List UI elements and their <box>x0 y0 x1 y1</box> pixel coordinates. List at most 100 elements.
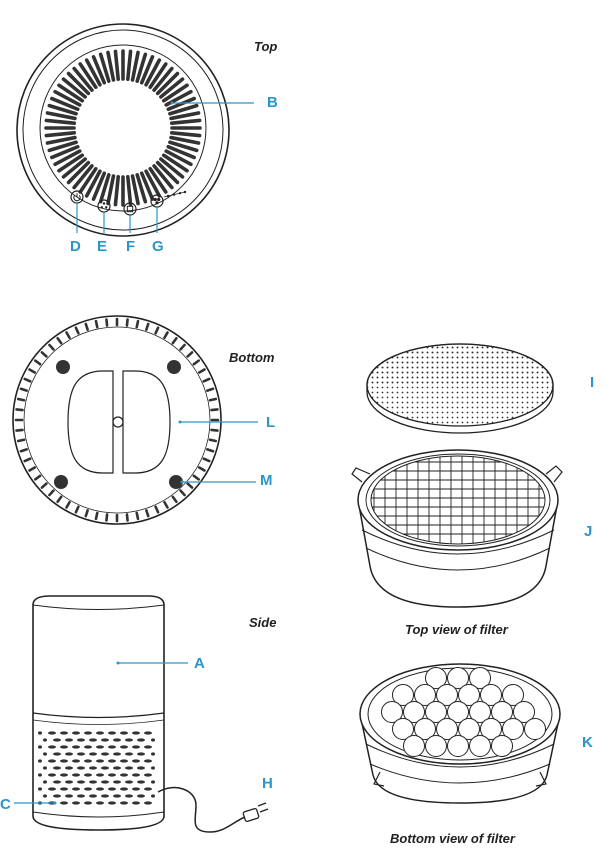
intake-slot <box>151 766 155 770</box>
carbon-cell <box>491 735 513 757</box>
label-j: J <box>584 523 593 540</box>
intake-slot <box>144 759 152 763</box>
label-i: I <box>590 374 595 391</box>
vent-slot <box>56 336 63 345</box>
carbon-cell <box>392 718 414 740</box>
grille-slot <box>47 103 78 116</box>
intake-slot <box>132 787 140 791</box>
vent-slot <box>16 397 26 402</box>
intake-slot <box>125 766 133 770</box>
rubber-foot <box>56 360 70 374</box>
intake-slot <box>113 766 121 770</box>
vent-slot <box>48 343 55 351</box>
grille-slot <box>47 140 78 153</box>
intake-slot <box>72 745 80 749</box>
vent-slot <box>105 318 109 327</box>
intake-slot <box>60 759 68 763</box>
grille-slot <box>84 58 102 87</box>
callout-lines <box>14 102 258 804</box>
mode-button[interactable] <box>97 199 111 213</box>
vent-slot <box>23 457 32 463</box>
intake-slot <box>48 745 56 749</box>
vent-slot <box>40 351 48 358</box>
label-d: D <box>70 238 81 255</box>
carbon-cell <box>403 701 425 723</box>
intake-slot <box>132 773 140 777</box>
intake-slot <box>125 794 133 798</box>
vent-slot <box>202 457 211 463</box>
intake-slot <box>96 773 104 777</box>
filter-j-body <box>357 499 559 608</box>
label-k: K <box>582 734 593 751</box>
grille-slot <box>169 118 202 125</box>
label-b: B <box>267 94 278 111</box>
intake-slot <box>108 731 116 735</box>
grille-slot <box>61 157 87 179</box>
intake-slot <box>120 787 128 791</box>
grille-slot <box>45 135 77 145</box>
label-m: M <box>260 472 273 489</box>
intake-slot <box>53 794 61 798</box>
label-c: C <box>0 796 11 813</box>
vent-slot <box>171 495 178 504</box>
carbon-cell <box>403 735 425 757</box>
intake-slot <box>132 731 140 735</box>
intake-slot <box>38 759 42 763</box>
carbon-cell <box>447 735 469 757</box>
carbon-cell <box>524 718 546 740</box>
purifier-body <box>32 595 165 831</box>
grille-slot <box>168 103 199 116</box>
grille-slot <box>152 66 174 92</box>
intake-slot <box>108 745 116 749</box>
intake-slot <box>72 759 80 763</box>
intake-slot <box>72 731 80 735</box>
vent-slot <box>210 408 219 412</box>
grille-slot <box>61 77 87 99</box>
vent-slot <box>19 387 28 392</box>
grille-slot <box>148 62 168 90</box>
intake-slot <box>77 766 85 770</box>
intake-slot <box>96 801 104 805</box>
vent-slot <box>186 351 194 358</box>
grille-slot <box>106 174 116 206</box>
vent-slot <box>23 377 32 383</box>
rubber-foot <box>169 475 183 489</box>
intake-slot <box>137 766 145 770</box>
carbon-cell <box>513 701 535 723</box>
speed-button[interactable] <box>150 194 164 208</box>
vent-slot <box>179 343 186 351</box>
grille-slot <box>159 157 185 179</box>
caption-filter-top-view: Top view of filter <box>405 622 508 637</box>
intake-slot <box>137 752 145 756</box>
intake-slot <box>53 738 61 742</box>
filter-icon <box>126 205 134 213</box>
vent-slot <box>145 509 150 518</box>
vent-slot <box>154 505 160 514</box>
grille-slot <box>113 49 120 82</box>
intake-slot <box>151 738 155 742</box>
grille-slot <box>152 164 174 190</box>
carbon-cell <box>447 701 469 723</box>
vent-slot <box>197 368 206 374</box>
bottom-vents <box>14 317 220 523</box>
filter-door-right <box>122 370 171 474</box>
intake-slot <box>48 773 56 777</box>
intake-slot <box>120 731 128 735</box>
vent-slot <box>15 408 24 412</box>
grille-slot <box>164 149 193 167</box>
top-cap-rim <box>32 604 165 610</box>
grille-slot <box>66 71 91 96</box>
intake-slot <box>89 780 97 784</box>
intake-slot <box>43 766 47 770</box>
grille-slot <box>159 77 185 99</box>
intake-slot <box>65 794 73 798</box>
grille-slot <box>169 131 202 138</box>
view-title-bottom: Bottom <box>229 350 275 365</box>
grille-slot <box>50 144 80 160</box>
intake-slot <box>96 731 104 735</box>
intake-slot <box>132 745 140 749</box>
grille-slot <box>164 89 193 107</box>
grille-slot <box>126 49 133 82</box>
grille-slot <box>166 96 196 112</box>
vent-slot <box>84 509 89 518</box>
